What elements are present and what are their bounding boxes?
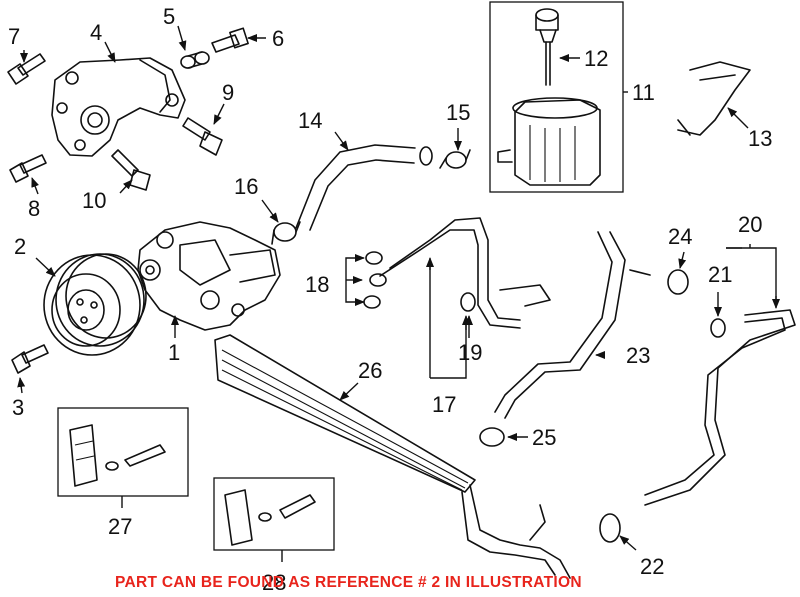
kit-box-27: [57, 407, 189, 497]
part-bolt-7: [7, 53, 46, 85]
part-washers-18: [363, 251, 387, 309]
callout-6: 6: [272, 26, 284, 51]
part-pressure-line: [379, 217, 551, 329]
part-bracket-13: [677, 61, 751, 136]
callout-4: 4: [90, 20, 102, 45]
callout-2: 2: [14, 234, 26, 259]
part-cap-dipstick: [535, 8, 559, 86]
callout-27: 27: [108, 514, 132, 539]
callout-5: 5: [163, 4, 175, 29]
part-clamp-22: [599, 513, 621, 543]
callout-23: 23: [626, 343, 650, 368]
part-washer-21: [710, 318, 726, 338]
callout-21: 21: [708, 262, 732, 287]
callout-3: 3: [12, 395, 24, 420]
leader-lines: [17, 25, 780, 562]
callout-16: 16: [234, 174, 258, 199]
part-clamp-25: [479, 427, 505, 447]
callout-19: 19: [458, 340, 482, 365]
callout-18: 18: [305, 272, 329, 297]
callout-25: 25: [532, 425, 556, 450]
callout-10: 10: [82, 188, 106, 213]
callout-numbers: 1 2 3 4 5 6 7 8 9 10 11 12 13 14 15 16 1…: [8, 4, 772, 595]
callout-7: 7: [8, 24, 20, 49]
part-bracket: [51, 57, 186, 157]
reference-notice: PART CAN BE FOUND AS REFERENCE # 2 IN IL…: [115, 574, 582, 591]
callout-13: 13: [748, 126, 772, 151]
part-washer-19: [460, 292, 476, 312]
part-kit-27: [69, 424, 166, 487]
callout-12: 12: [584, 46, 608, 71]
part-clamp-16: [271, 221, 301, 245]
callout-15: 15: [446, 100, 470, 125]
callout-9: 9: [222, 80, 234, 105]
callout-11: 11: [632, 80, 655, 105]
callout-1: 1: [168, 340, 180, 365]
part-reservoir: [497, 97, 601, 186]
kit-box-28: [213, 477, 335, 551]
callout-20: 20: [738, 212, 762, 237]
part-bolt-8: [9, 154, 47, 183]
callout-24: 24: [668, 224, 692, 249]
part-clamp-24: [667, 269, 689, 295]
part-clamp-15: [439, 149, 471, 169]
part-return-hose: [494, 231, 651, 419]
part-bolt-6: [211, 27, 249, 53]
part-spacer: [180, 51, 210, 69]
part-bolt-9: [182, 117, 223, 156]
callout-26: 26: [358, 358, 382, 383]
callout-8: 8: [28, 196, 40, 221]
reservoir-box: [489, 1, 624, 193]
part-pump: [137, 221, 281, 331]
callout-22: 22: [640, 554, 664, 579]
callout-28: 28: [262, 570, 286, 595]
part-bolt-3: [11, 344, 49, 374]
part-bolt-10: [111, 149, 151, 191]
callout-17: 17: [432, 392, 456, 417]
part-hose-14: [295, 144, 433, 231]
part-kit-28: [224, 489, 316, 546]
callout-14: 14: [298, 108, 322, 133]
part-pulley: [43, 253, 147, 356]
part-cooler-line: [644, 309, 796, 506]
part-cooler: [214, 334, 571, 579]
